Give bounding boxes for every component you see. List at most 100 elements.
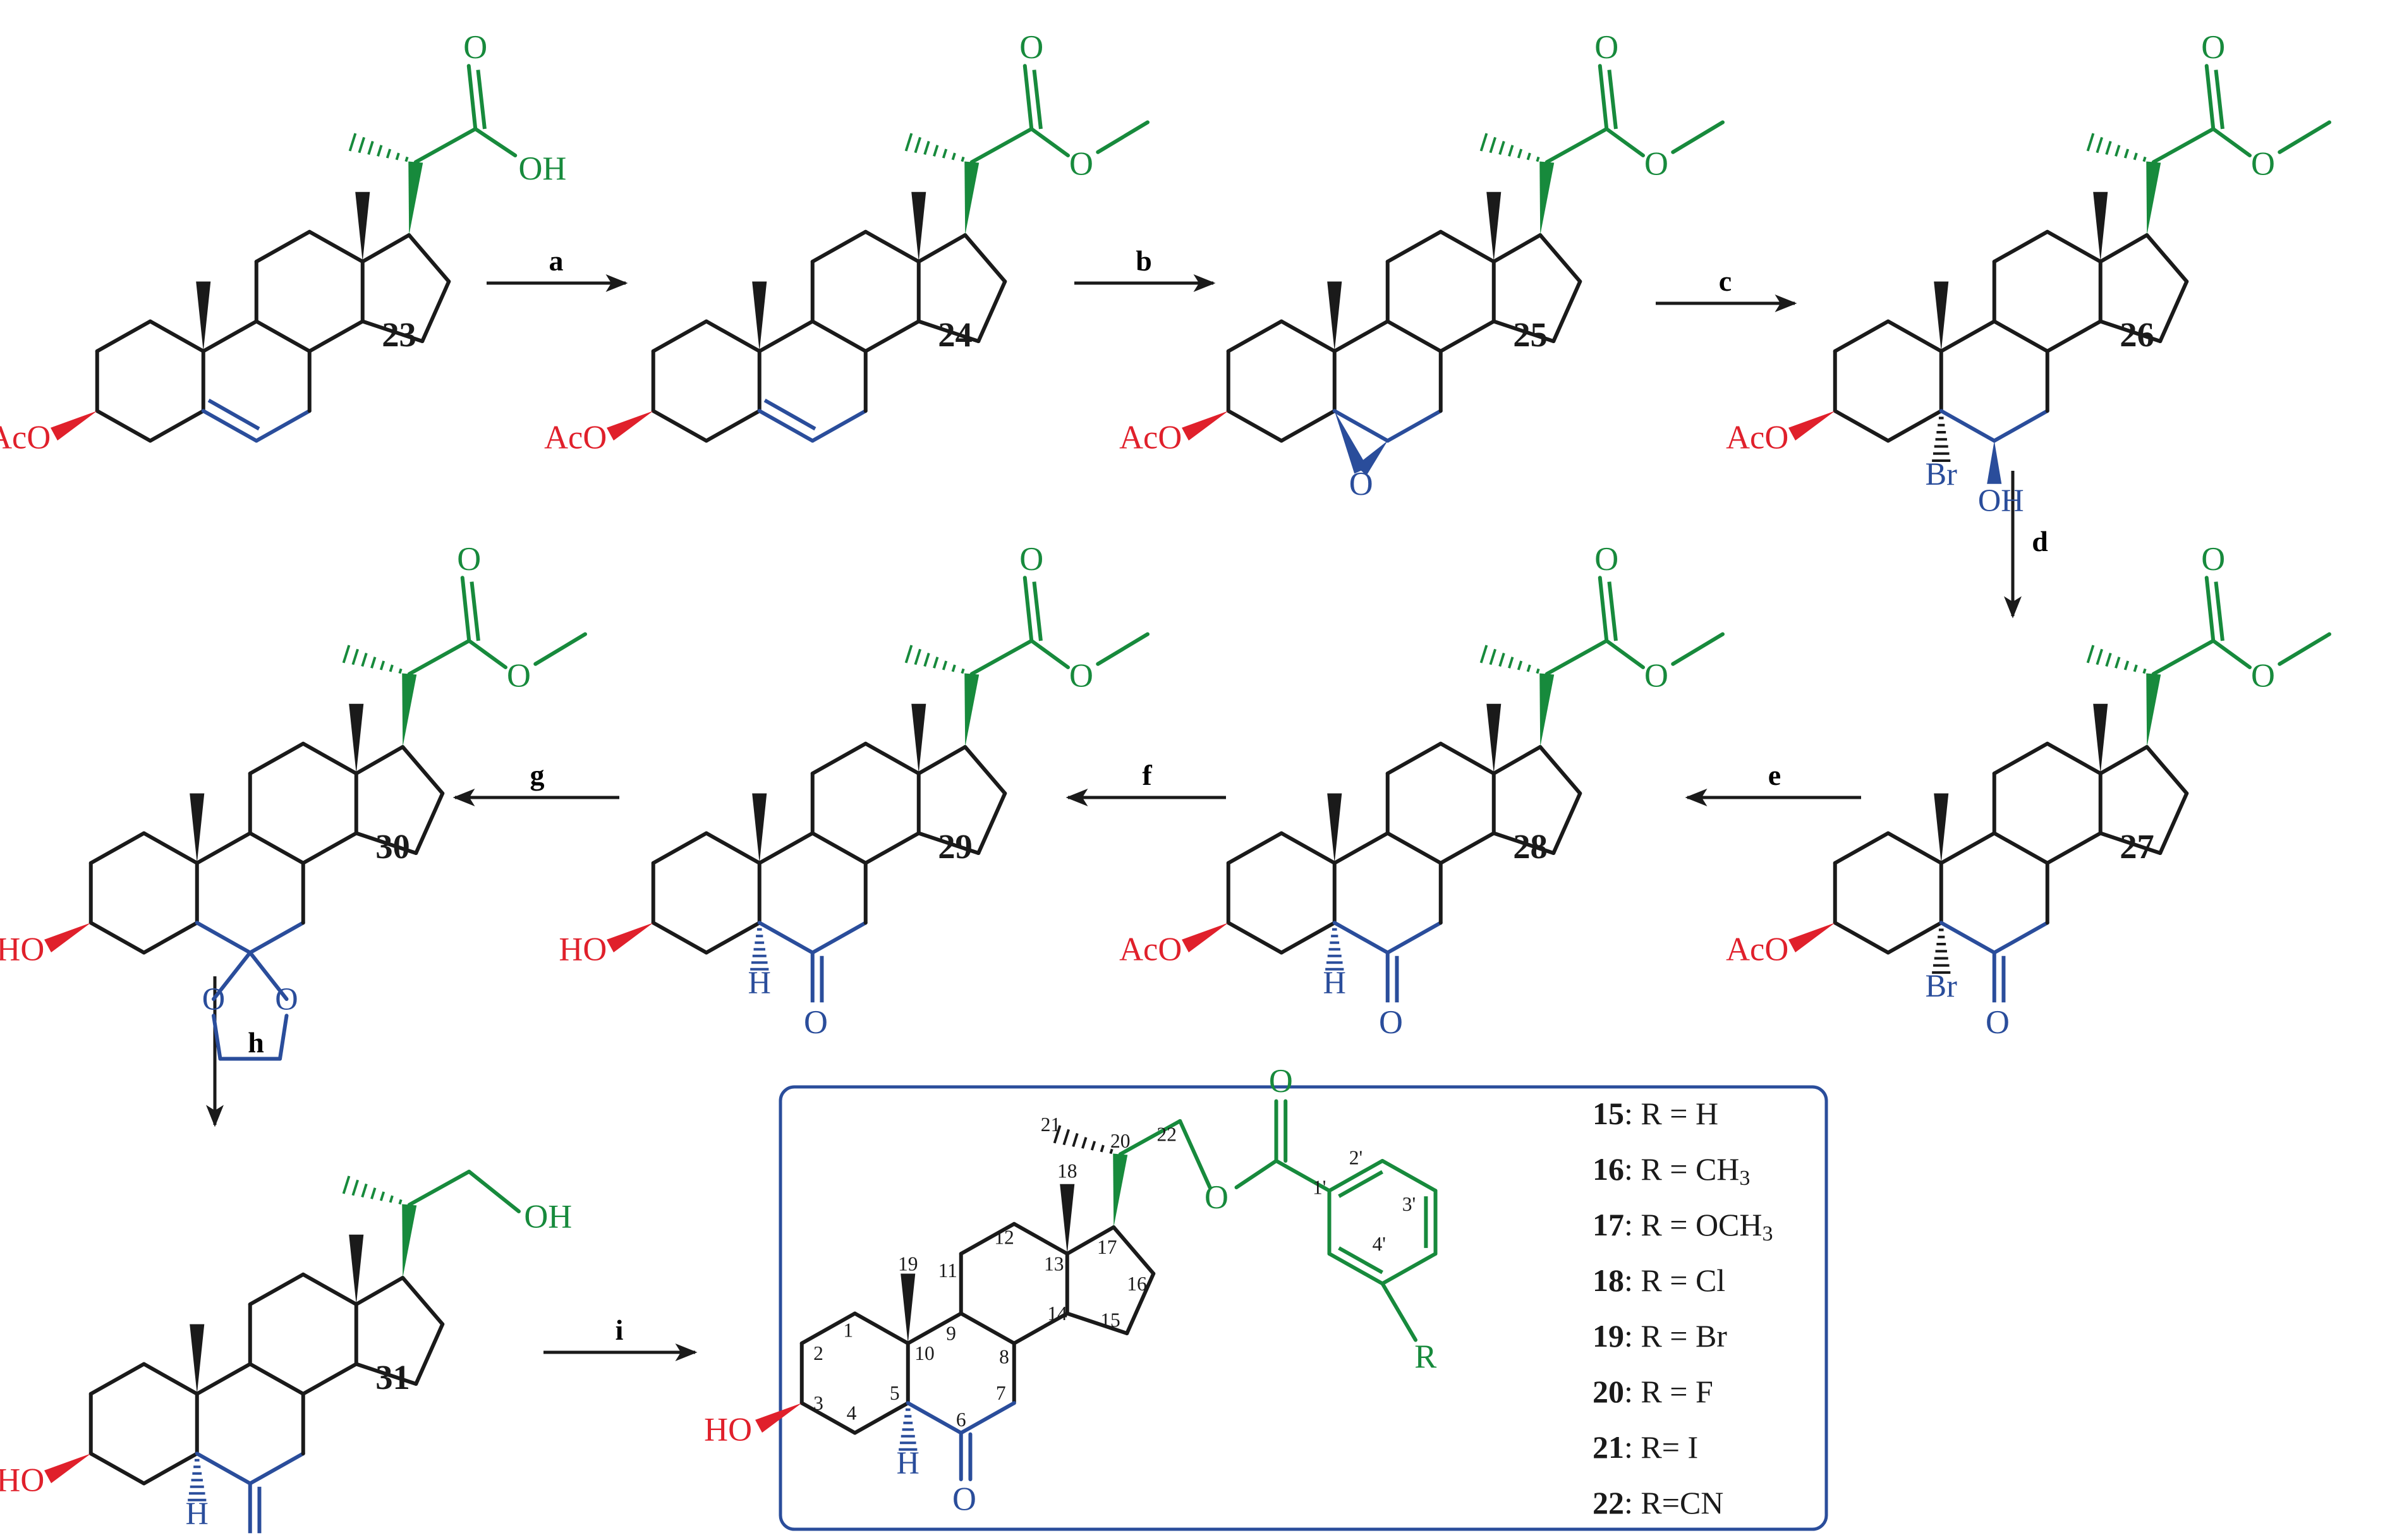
ring-bond	[1332, 921, 1390, 955]
c18-methyl-wedge	[2093, 191, 2108, 262]
hash-stroke	[1479, 645, 1488, 664]
ring-bond	[401, 745, 445, 796]
atom-number: 2	[813, 1342, 823, 1364]
c18-methyl-wedge	[349, 703, 364, 773]
atom-number: 12	[994, 1226, 1014, 1248]
ring-bond	[1886, 319, 1943, 353]
c21-methyl-hash	[342, 645, 403, 674]
c3-substituent-label: HO	[0, 1462, 44, 1498]
ring-bond	[1551, 279, 1582, 343]
legend-substituent: : R=CN	[1624, 1485, 1723, 1520]
ring-bond	[2098, 831, 2163, 855]
hash-stroke	[1517, 149, 1523, 159]
c3-substituent-label: AcO	[1726, 931, 1788, 967]
ring-bond	[254, 319, 312, 353]
ring-bond	[414, 1322, 445, 1386]
methyl-ester-bond	[2278, 632, 2331, 666]
carbonyl-bond	[2204, 576, 2216, 643]
ring-bond	[1279, 831, 1337, 865]
hash-stroke	[1053, 1125, 1062, 1144]
ring-bond	[959, 1222, 1016, 1256]
legend-compound-number: 19	[1593, 1318, 1624, 1354]
ring-bond	[810, 741, 868, 775]
hash-stroke	[923, 140, 930, 155]
legend-compound-number: 15	[1593, 1096, 1624, 1131]
atom-number: 22	[1157, 1124, 1177, 1146]
ring-bond	[301, 831, 358, 865]
ring-bond	[810, 229, 868, 264]
ring-bond	[959, 1401, 1016, 1435]
side-chain-bond	[2151, 127, 2216, 164]
ring-bond	[2045, 229, 2103, 264]
c3-oxygen-wedge	[1182, 411, 1229, 441]
ring-bond	[704, 319, 762, 353]
carbonyl-double-bond	[2214, 581, 2224, 641]
hash-stroke	[951, 152, 956, 161]
ring-bond	[142, 921, 199, 955]
legend-compound-number: 21	[1593, 1429, 1624, 1465]
ketone-oxygen: O	[804, 1004, 828, 1041]
ester-oxygen: O	[1205, 1179, 1229, 1216]
carbonyl-oxygen: O	[1019, 29, 1043, 66]
ring-bond	[1833, 921, 1890, 955]
ring-bond	[704, 409, 762, 443]
ring-bond	[651, 831, 708, 865]
compound-number: 30	[375, 827, 410, 866]
ring-bond	[1833, 831, 1890, 865]
ester-bond	[1605, 127, 1645, 157]
c21-methyl-hash	[904, 133, 965, 162]
ring-bond	[301, 1272, 358, 1306]
hash-stroke	[385, 149, 392, 159]
reaction-label: g	[530, 759, 545, 791]
c18-methyl-wedge	[1060, 1184, 1075, 1254]
atom-number: 7	[996, 1382, 1006, 1404]
c19-methyl-wedge	[1934, 281, 1949, 351]
carbonyl-oxygen: O	[1269, 1063, 1293, 1100]
ring-bond	[1833, 319, 1890, 353]
ring-bond	[254, 409, 312, 443]
aryl-atom-number: 4'	[1373, 1233, 1386, 1255]
c3-substituent-label: HO	[0, 931, 44, 967]
hash-stroke	[342, 1175, 351, 1194]
ring-bond	[916, 745, 968, 775]
c17-side-chain-wedge	[964, 673, 980, 747]
ring-bond	[307, 319, 365, 353]
ring-bond	[2158, 279, 2189, 343]
ring-bond	[1012, 1222, 1069, 1256]
aryl-bond	[1380, 1159, 1438, 1193]
c17-side-chain-wedge	[1539, 673, 1555, 747]
reaction-arrow-a: a	[487, 245, 628, 292]
h5-hash	[750, 928, 769, 971]
legend-substituent: : R = Cl	[1624, 1263, 1725, 1298]
ring-bond	[1886, 921, 1943, 955]
ring-bond	[95, 409, 152, 443]
c21-methyl-hash	[904, 645, 965, 674]
hash-stroke	[2133, 664, 2138, 672]
hash-stroke	[2133, 152, 2138, 161]
ring-bond	[810, 409, 868, 443]
hash-stroke	[370, 1187, 377, 1199]
legend-compound-number: 22	[1593, 1485, 1624, 1520]
ketal-bond	[212, 950, 252, 1001]
hash-stroke	[1526, 664, 1531, 672]
ester-bond	[2211, 639, 2252, 669]
ring-bond	[959, 1311, 1016, 1345]
reaction-arrow-h: h	[206, 976, 264, 1127]
carbonyl-bond	[460, 576, 471, 643]
compound-number: 26	[2120, 315, 2154, 354]
hash-stroke	[961, 668, 965, 674]
reaction-arrow-i: i	[543, 1314, 698, 1361]
atom-number: 5	[890, 1382, 900, 1404]
ring-bond	[1992, 831, 2049, 865]
hash-stroke	[904, 645, 913, 664]
hash-stroke	[2123, 660, 2130, 670]
ring-bond	[88, 921, 146, 955]
carbonyl-bond	[2204, 64, 2216, 131]
ring-bond	[248, 1452, 305, 1486]
c3-substituent-label: AcO	[0, 419, 51, 456]
ester-oxygen: O	[1069, 146, 1093, 183]
hash-stroke	[2142, 156, 2147, 162]
